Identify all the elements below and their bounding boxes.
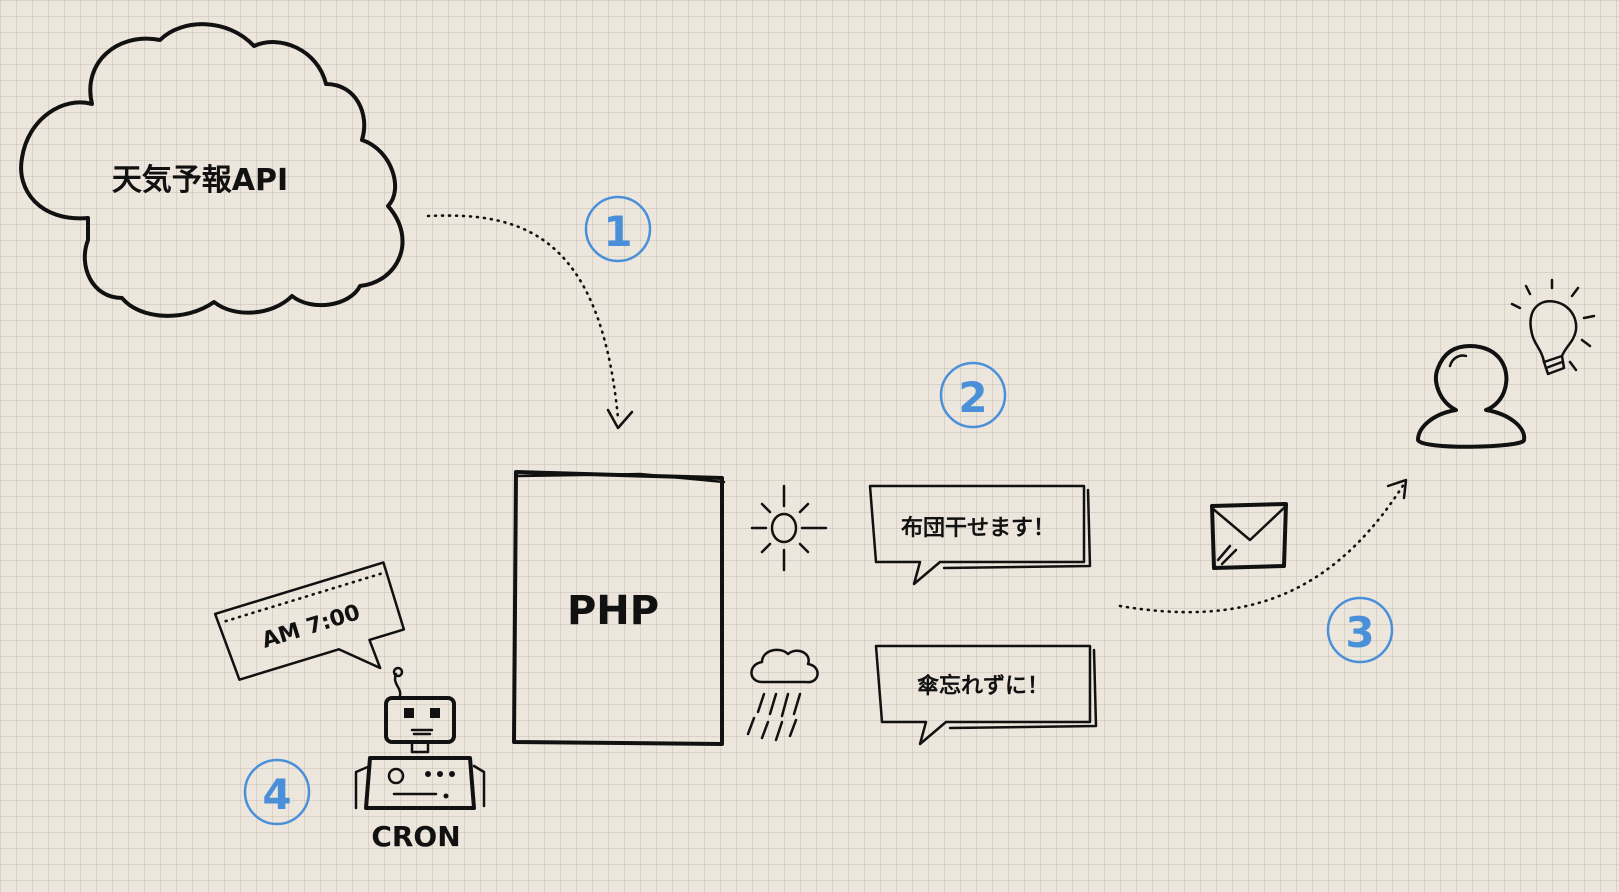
- arrow-api-to-php: [426, 214, 620, 420]
- time-note-text: AM 7:00: [259, 600, 363, 654]
- api-cloud-label: 天気予報API: [112, 163, 288, 198]
- person-icon: [1416, 344, 1527, 449]
- envelope-icon: [1210, 502, 1288, 570]
- arrow-head-3: [1386, 478, 1408, 500]
- speech-bubble-rainy: 傘忘れずに！: [874, 644, 1098, 746]
- speech-bubble-sunny: 布団干せます！: [868, 484, 1092, 586]
- arrow-head-1: [606, 408, 634, 430]
- sun-icon: [750, 484, 828, 572]
- step-badge-4: 4: [243, 758, 311, 826]
- step-badge-1: 1: [584, 195, 652, 263]
- php-box: PHP: [512, 470, 726, 746]
- weather-api-cloud: 天気予報API: [19, 22, 405, 318]
- php-label: PHP: [567, 588, 659, 634]
- step-badge-3: 3: [1326, 596, 1394, 664]
- svg-text:4: 4: [262, 770, 291, 819]
- time-note: AM 7:00: [213, 561, 406, 681]
- svg-text:1: 1: [603, 207, 632, 256]
- rain-cloud-icon: [746, 648, 819, 742]
- svg-text:3: 3: [1345, 608, 1374, 657]
- cron-label: CRON: [371, 820, 460, 853]
- lightbulb-icon: [1510, 278, 1596, 376]
- arrow-php-to-user: [1118, 482, 1406, 614]
- bubble-rainy-text: 傘忘れずに！: [917, 673, 1049, 699]
- cloud-shape: [19, 22, 405, 318]
- svg-text:2: 2: [958, 373, 987, 422]
- bubble-sunny-text: 布団干せます！: [901, 515, 1055, 541]
- step-badge-2: 2: [939, 361, 1007, 429]
- robot-icon: CRON: [354, 666, 486, 853]
